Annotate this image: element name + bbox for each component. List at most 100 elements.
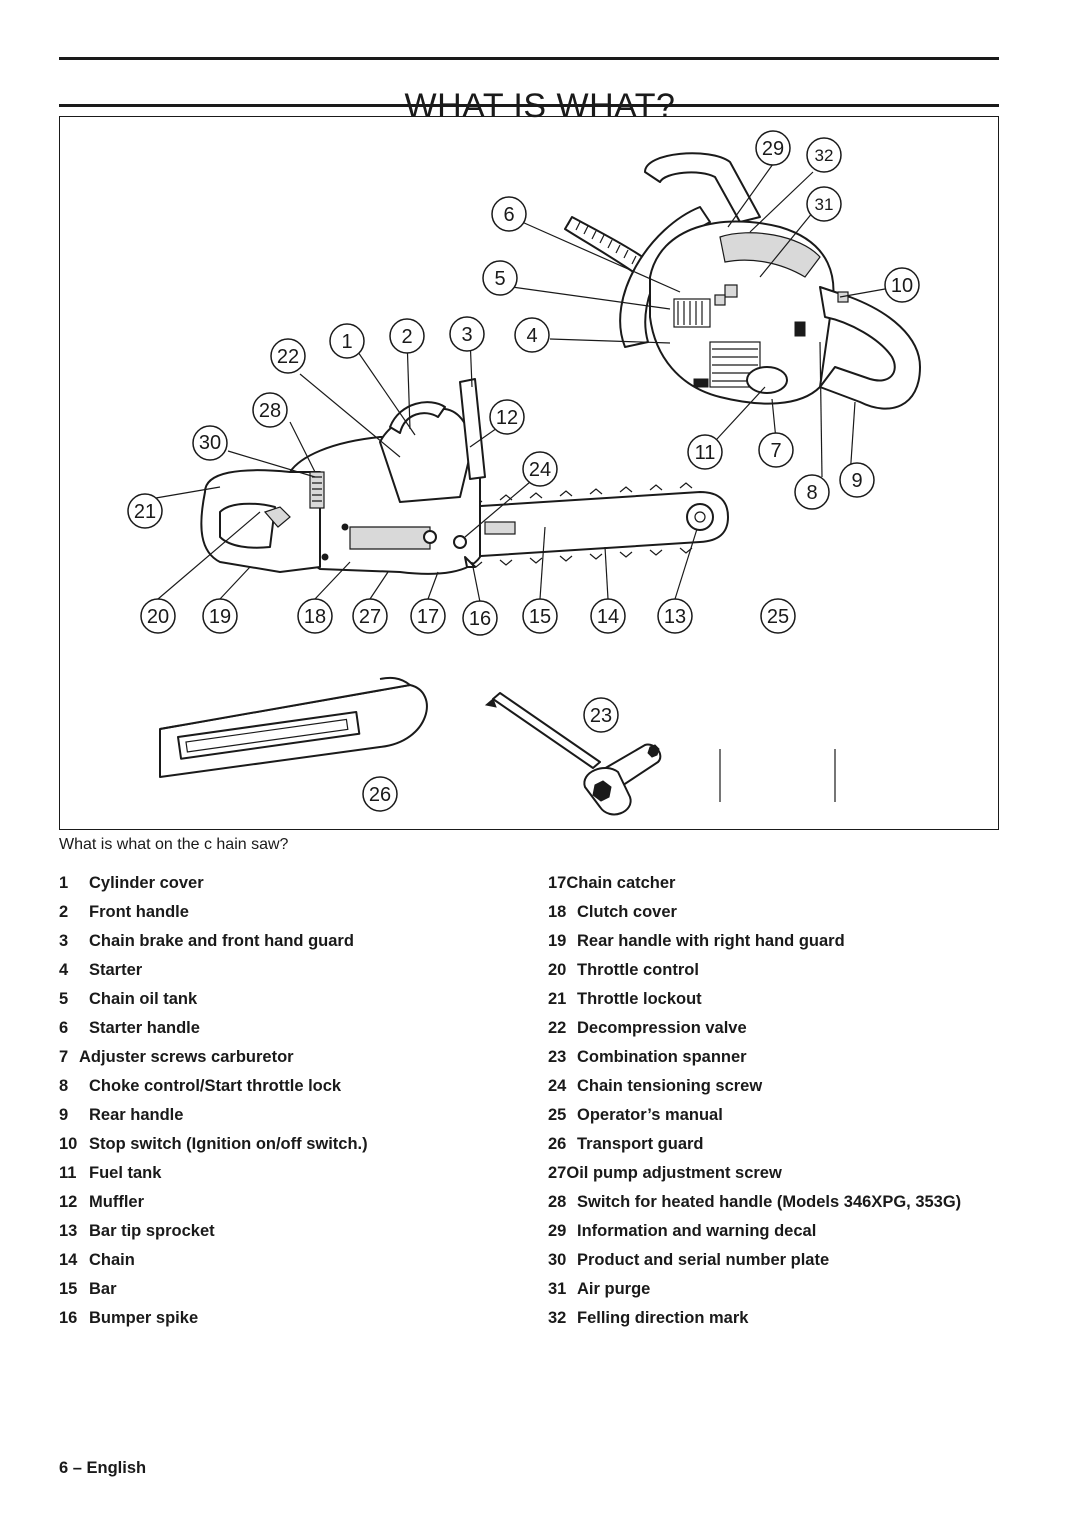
callout-31: 31 xyxy=(806,186,842,222)
title-underline xyxy=(59,104,999,107)
svg-text:18: 18 xyxy=(304,606,326,628)
transport-guard xyxy=(159,676,428,778)
legend-label: Choke control/Start throttle lock xyxy=(89,1077,342,1095)
callout-2: 2 xyxy=(389,318,425,354)
side-view-saw xyxy=(200,378,729,575)
legend-label: Throttle lockout xyxy=(577,990,702,1008)
legend-number: 19 xyxy=(548,932,567,950)
callout-3: 3 xyxy=(449,316,485,352)
legend-number: 1 xyxy=(59,874,69,892)
callout-29: 29 xyxy=(755,130,791,166)
legend-number: 9 xyxy=(59,1106,69,1124)
legend-item: 7 Adjuster screws carburetor xyxy=(59,1048,368,1077)
callout-23: 23 xyxy=(583,697,619,733)
legend-number: 23 xyxy=(548,1048,567,1066)
legend-number: 7 xyxy=(59,1048,69,1066)
legend-label: Chain oil tank xyxy=(89,990,198,1008)
legend-label: Product and serial number plate xyxy=(577,1251,830,1269)
legend-item: 27Oil pump adjustment screw xyxy=(548,1164,961,1193)
legend-label: Operator’s manual xyxy=(577,1106,723,1124)
svg-text:17: 17 xyxy=(417,606,439,628)
legend-label: Bar tip sprocket xyxy=(89,1222,215,1240)
legend-item: 2 Front handle xyxy=(59,903,368,932)
legend-number: 14 xyxy=(59,1251,78,1269)
legend-number: 22 xyxy=(548,1019,567,1037)
svg-text:25: 25 xyxy=(767,606,789,628)
callout-30: 30 xyxy=(192,425,228,461)
legend-number: 2 xyxy=(59,903,69,921)
svg-text:27: 27 xyxy=(359,606,381,628)
legend-label: Chain brake and front hand guard xyxy=(89,932,354,950)
legend-number: 29 xyxy=(548,1222,567,1240)
callout-18: 18 xyxy=(297,598,333,634)
callout-12: 12 xyxy=(489,399,525,435)
legend-number: 32 xyxy=(548,1309,567,1327)
operators-manual xyxy=(719,749,836,802)
legend-number: 6 xyxy=(59,1019,69,1037)
callout-24: 24 xyxy=(522,451,558,487)
svg-text:32: 32 xyxy=(815,146,834,165)
svg-text:10: 10 xyxy=(891,275,913,297)
legend-label: Starter xyxy=(89,961,143,979)
combination-spanner xyxy=(484,692,662,816)
legend-number: 31 xyxy=(548,1280,567,1298)
svg-text:9: 9 xyxy=(851,470,862,492)
legend-item: 6 Starter handle xyxy=(59,1019,368,1048)
svg-text:22: 22 xyxy=(277,346,299,368)
legend-label: Decompression valve xyxy=(577,1019,747,1037)
legend-label: Starter handle xyxy=(89,1019,200,1037)
svg-text:5: 5 xyxy=(494,268,505,290)
callout-32: 32 xyxy=(806,137,842,173)
legend-number: 18 xyxy=(548,903,567,921)
legend-number: 15 xyxy=(59,1280,78,1298)
legend-item: 23 Combination spanner xyxy=(548,1048,961,1077)
callout-6: 6 xyxy=(491,196,527,232)
svg-text:12: 12 xyxy=(496,407,518,429)
callout-8: 8 xyxy=(794,474,830,510)
callout-22: 22 xyxy=(270,338,306,374)
svg-text:24: 24 xyxy=(529,459,551,481)
svg-text:8: 8 xyxy=(806,482,817,504)
legend-label: Chain xyxy=(89,1251,135,1269)
callout-17: 17 xyxy=(410,598,446,634)
legend-label: Combination spanner xyxy=(577,1048,747,1066)
legend-label: Adjuster screws carburetor xyxy=(79,1048,294,1066)
legend-number: 16 xyxy=(59,1309,78,1327)
callout-11: 11 xyxy=(687,434,723,470)
svg-text:15: 15 xyxy=(529,606,551,628)
svg-text:1: 1 xyxy=(341,331,352,353)
callout-14: 14 xyxy=(590,598,626,634)
legend-label: Chain tensioning screw xyxy=(577,1077,763,1095)
legend-label: Cylinder cover xyxy=(89,874,204,892)
page-footer: 6 – English xyxy=(59,1459,147,1477)
legend-number: 21 xyxy=(548,990,567,1008)
legend-label: Fuel tank xyxy=(89,1164,162,1182)
chainsaw-illustration: 1 2 3 4 5 6 7 8 9 10 11 12 13 14 15 16 1… xyxy=(59,116,999,830)
svg-text:31: 31 xyxy=(815,195,834,214)
legend-label: Felling direction mark xyxy=(577,1309,749,1327)
svg-text:6: 6 xyxy=(503,204,514,226)
callout-19: 19 xyxy=(202,598,238,634)
legend-label: Oil pump adjustment screw xyxy=(566,1164,782,1182)
legend-label: Switch for heated handle (Models 346XPG,… xyxy=(577,1193,962,1211)
legend-number: 28 xyxy=(548,1193,567,1211)
svg-text:30: 30 xyxy=(199,432,221,454)
chainsaw-drawing: 1 2 3 4 5 6 7 8 9 10 11 12 13 14 15 16 1… xyxy=(127,130,921,816)
callout-10: 10 xyxy=(884,267,920,303)
legend-label: Front handle xyxy=(89,903,189,921)
callout-27: 27 xyxy=(352,598,388,634)
svg-text:3: 3 xyxy=(461,324,472,346)
legend-item: 21 Throttle lockout xyxy=(548,990,961,1019)
top-rule xyxy=(59,57,999,60)
svg-text:19: 19 xyxy=(209,606,231,628)
